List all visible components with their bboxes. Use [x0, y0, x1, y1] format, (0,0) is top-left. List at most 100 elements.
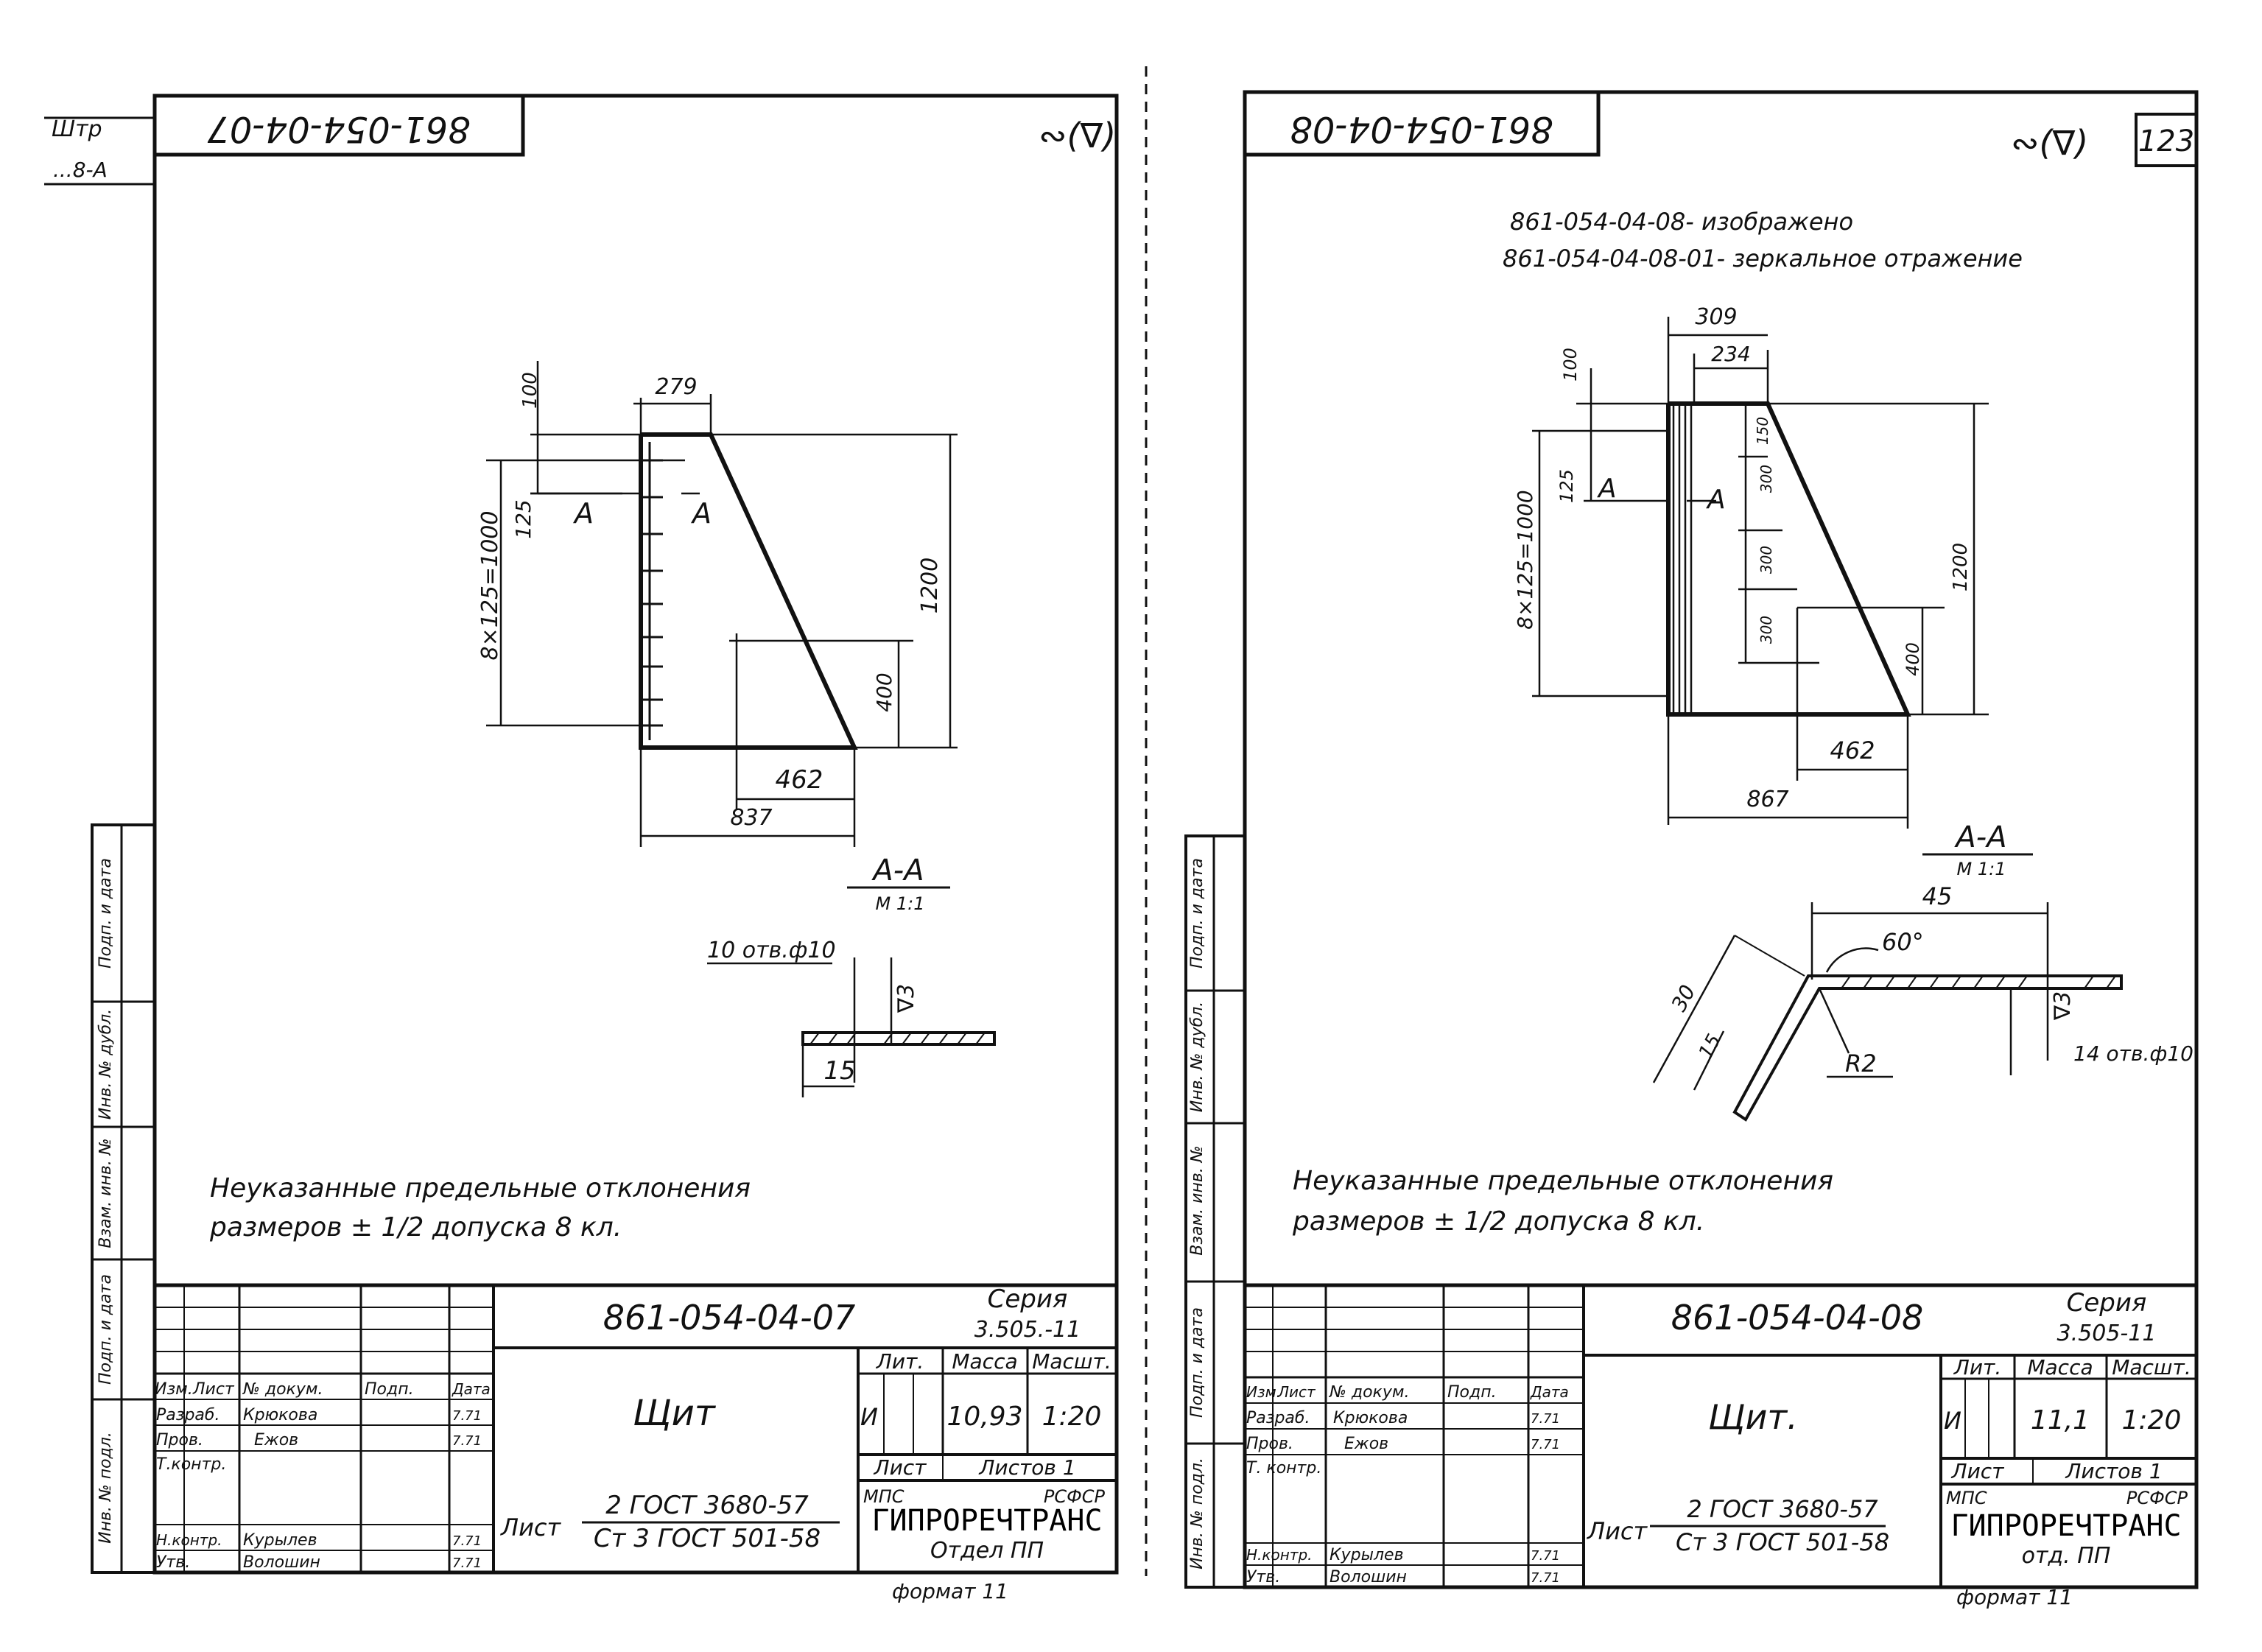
left-side-label-2: Инв. № дубл. — [96, 1009, 115, 1120]
right-part-outline — [1666, 401, 1911, 717]
right-col-scale: Масшт. — [2112, 1355, 2191, 1379]
right-material-top: 2 ГОСТ 3680-57 — [1687, 1495, 1878, 1523]
right-stamp-role-1: Разраб. — [1246, 1409, 1310, 1427]
right-dim-300c: 300 — [1757, 616, 1775, 644]
right-part-name: Щит. — [1708, 1397, 1798, 1437]
left-stamp-name-0: Подп. — [365, 1380, 414, 1399]
left-stamp-role-5: Утв. — [156, 1553, 190, 1572]
right-col-lit: Лит. — [1953, 1355, 2001, 1379]
left-format: формат 11 — [892, 1579, 1008, 1603]
right-dim-1200: 1200 — [1950, 543, 1972, 591]
left-stamp-date-0: Дата — [452, 1380, 491, 1398]
right-org-name: ГИПРОРЕЧТРАНС — [1950, 1509, 2181, 1543]
left-material-label: Лист — [500, 1514, 561, 1542]
right-side-strip — [1184, 834, 1246, 1589]
right-format: формат 11 — [1956, 1585, 2073, 1609]
left-stamp-doc-0: Лист — [192, 1380, 235, 1399]
right-angle-arc — [1825, 947, 1879, 973]
left-material-bottom: Ст 3 ГОСТ 501-58 — [594, 1524, 821, 1553]
right-dimension-lines — [1532, 317, 1989, 829]
right-org-line-2: РСФСР — [2126, 1488, 2188, 1508]
right-d30-ext — [1734, 935, 1805, 977]
right-org-line-1: МПС — [1946, 1488, 1987, 1508]
right-part-flange-lines — [1672, 404, 1693, 714]
left-stamp-date-1: 7.71 — [452, 1408, 482, 1424]
left-corner-label-1: Штр — [52, 116, 102, 142]
left-tolerance-line-1: Неуказанные предельные отклонения — [210, 1173, 751, 1203]
right-holes-note: 14 отв.ф10 — [2073, 1041, 2193, 1066]
left-mass-value: 10,93 — [946, 1402, 1022, 1432]
left-title-block — [155, 1283, 1117, 1572]
right-page-number-box — [2135, 113, 2198, 167]
left-section-title: А-А — [871, 854, 924, 887]
right-stamp-sign-1: Крюкова — [1333, 1409, 1408, 1427]
left-surface-mark: ∾(∇) — [1039, 116, 1116, 155]
right-lit-value: И — [1944, 1407, 1961, 1435]
right-radius: R2 — [1845, 1050, 1877, 1078]
right-dim-300a: 300 — [1757, 465, 1775, 493]
left-designation: 861-054-04-07 — [603, 1298, 855, 1338]
left-stamp-sign-0: № докум. — [242, 1380, 323, 1399]
left-part-outline — [639, 432, 858, 750]
left-section-strip — [801, 1031, 996, 1046]
right-dim-400: 400 — [1903, 642, 1923, 676]
right-dim-462: 462 — [1830, 737, 1875, 765]
left-org-dept: Отдел ПП — [930, 1538, 1044, 1564]
right-d15-line — [1693, 1030, 1725, 1091]
right-material-bottom: Ст 3 ГОСТ 501-58 — [1676, 1528, 1889, 1556]
right-stamp-sign-4: Курылев — [1330, 1546, 1404, 1564]
right-dim-8x125: 8×125=1000 — [1513, 490, 1537, 629]
right-weld-mark: ∇3 — [2050, 991, 2076, 1021]
left-dim-837: 837 — [730, 805, 772, 831]
left-stamp-sign-1: Крюкова — [243, 1406, 317, 1424]
left-scale-value: 1:20 — [1042, 1402, 1102, 1432]
left-col-mass: Масса — [952, 1349, 1017, 1374]
left-side-label-3: Взам. инв. № — [96, 1138, 115, 1248]
left-side-label-4: Подп. и дата — [96, 1274, 115, 1385]
right-section-mark-b: А — [1706, 485, 1726, 515]
right-mass-value: 11,1 — [2031, 1405, 2090, 1435]
left-stamp-role-4: Н.контр. — [156, 1531, 222, 1549]
right-top-stamp: 861-054-04-08 — [1290, 108, 1553, 150]
right-stamp-date-5: 7.71 — [1531, 1570, 1560, 1586]
left-part-name: Щит — [633, 1393, 717, 1434]
left-dim-1200: 1200 — [917, 558, 943, 614]
left-org-line-2: РСФСР — [1044, 1486, 1106, 1507]
right-col-mass: Масса — [2027, 1355, 2093, 1379]
right-section-hatch — [1841, 975, 2116, 989]
right-scale-value: 1:20 — [2122, 1405, 2182, 1435]
left-dim-279: 279 — [655, 374, 697, 400]
left-side-label-5: Инв. № подл. — [96, 1432, 115, 1544]
right-side-strip-dividers — [1186, 836, 1245, 1587]
right-angle-label: 60° — [1882, 928, 1924, 956]
left-dim-400: 400 — [872, 672, 896, 711]
left-stamp-role-3: Т.контр. — [156, 1455, 226, 1474]
left-lit-value: И — [860, 1403, 878, 1431]
right-dim-309: 309 — [1695, 304, 1737, 330]
right-section-scale: М 1:1 — [1957, 859, 2006, 879]
left-stamp-date-5: 7.71 — [452, 1556, 482, 1571]
right-stamp-role-5: Утв. — [1246, 1568, 1280, 1586]
right-stamp-role-4: Н.контр. — [1246, 1546, 1313, 1564]
right-stamp-date-4: 7.71 — [1531, 1548, 1560, 1564]
left-series-value: 3.505.-11 — [974, 1317, 1081, 1343]
right-stamp-date-1: 7.71 — [1531, 1411, 1560, 1427]
left-org-name: ГИПРОРЕЧТРАНС — [871, 1504, 1102, 1538]
right-side-label-4: Подп. и дата — [1188, 1307, 1206, 1418]
right-dim-150: 150 — [1754, 417, 1771, 445]
right-radius-leader — [1818, 988, 1850, 1054]
right-stamp-role-2: Пров. — [1246, 1435, 1293, 1453]
right-tolerance-line-1: Неуказанные предельные отклонения — [1293, 1166, 1833, 1196]
left-side-strip-dividers — [92, 825, 155, 1572]
left-sheet-label: Лист — [874, 1455, 927, 1480]
right-side-label-5: Инв. № подл. — [1188, 1458, 1206, 1570]
right-sheet: 861-054-04-08 ∾(∇) 123 861-054-04-08- из… — [1184, 90, 2199, 1609]
right-section-mark-a: А — [1597, 474, 1617, 504]
left-dim-8x125: 8×125=1000 — [477, 511, 503, 661]
left-section-scale: М 1:1 — [876, 893, 925, 914]
left-side-strip — [91, 823, 156, 1574]
right-section-title: А-А — [1953, 820, 2006, 854]
left-dimension-lines — [486, 361, 958, 847]
left-col-scale: Масшт. — [1032, 1349, 1111, 1374]
